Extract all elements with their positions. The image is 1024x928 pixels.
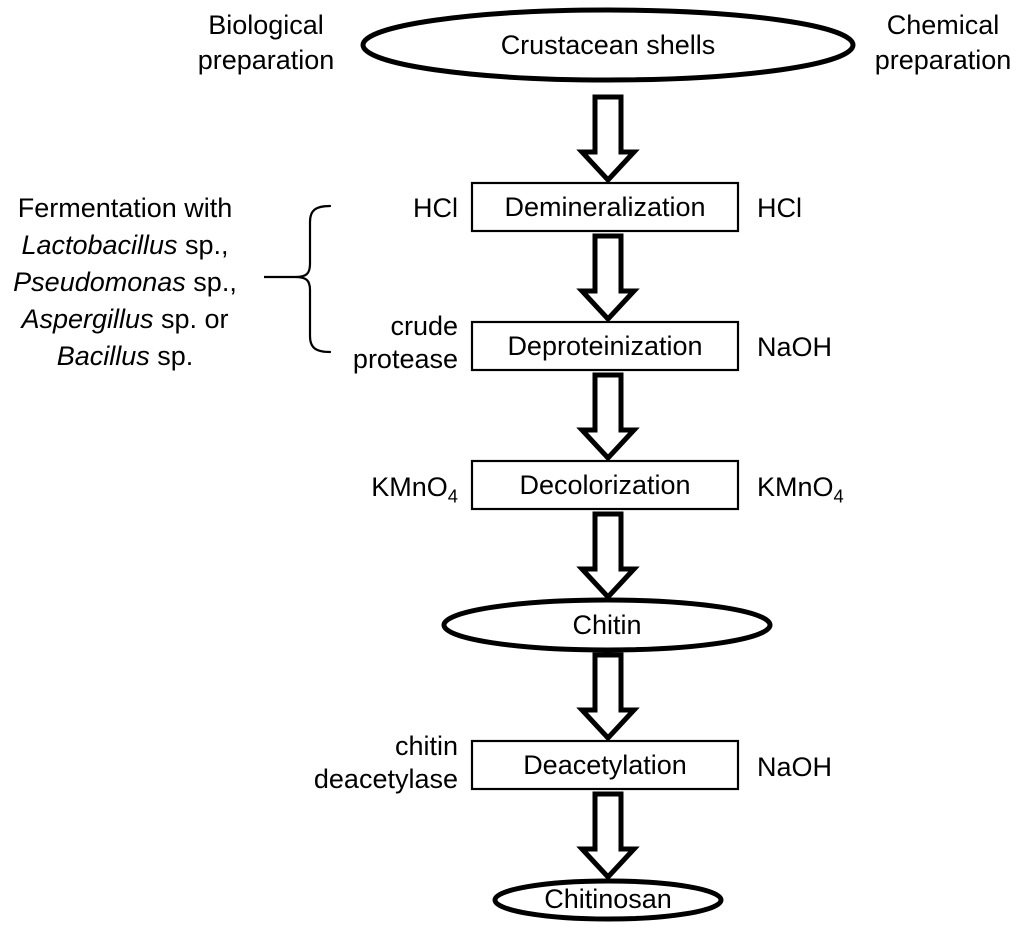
node-deacetylation-label: Deacetylation: [523, 750, 687, 780]
right-reagent-decolorization: KMnO4: [757, 471, 844, 512]
node-demineralization-label: Demineralization: [504, 192, 705, 222]
fermentation-organisms-text: Fermentation with Lactobacillus sp., Pse…: [0, 190, 250, 375]
right-reagent-deacetylation: NaOH: [757, 752, 833, 782]
left-reagent-deacetylation: chitin deacetylase: [280, 730, 458, 796]
fermentation-line-5: Bacillus sp.: [0, 338, 250, 375]
header-biological-line1: Biological: [208, 10, 324, 40]
header-chemical-line2: preparation: [874, 45, 1012, 75]
header-chemical-preparation: Chemical preparation: [862, 8, 1024, 78]
grouping-brace-icon: [264, 204, 332, 354]
organism-pseudomonas-suffix: sp.,: [185, 267, 237, 297]
organism-bacillus: Bacillus: [56, 341, 150, 371]
node-crustacean-shells-shape: [360, 7, 856, 83]
organism-aspergillus: Aspergillus: [21, 304, 154, 334]
fermentation-line-2: Lactobacillus sp.,: [0, 227, 250, 264]
arrow-down-icon-3: [576, 372, 640, 462]
right-reagent-demineralization: HCl: [757, 193, 802, 223]
arrow-down-icon-6: [576, 791, 640, 881]
node-decolorization-label: Decolorization: [519, 470, 690, 500]
right-reagent-decolorization-formula: KMnO: [757, 472, 834, 502]
node-decolorization-shape: [470, 459, 740, 511]
node-deproteinization-label: Deproteinization: [507, 331, 702, 361]
header-biological-line2: preparation: [197, 45, 335, 75]
organism-pseudomonas: Pseudomonas: [13, 267, 186, 297]
left-reagent-demineralization: HCl: [413, 193, 458, 223]
fermentation-line-3: Pseudomonas sp.,: [0, 264, 250, 301]
arrow-down-icon-1: [576, 94, 640, 184]
left-reagent-decolorization: KMnO4: [300, 471, 458, 512]
header-chemical-line1: Chemical: [886, 10, 1000, 40]
node-chitinosan-label: Chitinosan: [544, 884, 672, 914]
header-biological-preparation: Biological preparation: [168, 8, 364, 78]
node-deacetylation-shape: [470, 739, 740, 791]
left-reagent-deproteinization-line2: protease: [352, 344, 458, 374]
arrow-down-icon-5: [576, 652, 640, 742]
left-reagent-decolorization-formula: KMnO: [371, 472, 448, 502]
node-crustacean-shells-label: Crustacean shells: [501, 30, 716, 60]
fermentation-line-1: Fermentation with: [17, 193, 233, 223]
fermentation-line-4: Aspergillus sp. or: [0, 301, 250, 338]
organism-lactobacillus: Lactobacillus: [21, 230, 178, 260]
left-reagent-deacetylation-line1: chitin: [394, 731, 458, 761]
left-reagent-deacetylation-line2: deacetylase: [313, 764, 458, 794]
organism-bacillus-suffix: sp.: [149, 341, 194, 371]
arrow-down-icon-4: [576, 511, 640, 601]
left-reagent-deproteinization-line1: crude: [390, 311, 458, 341]
organism-lactobacillus-suffix: sp.,: [177, 230, 229, 260]
node-demineralization-shape: [470, 181, 740, 233]
left-reagent-deproteinization: crude protease: [300, 310, 458, 376]
node-chitin-shape: [441, 597, 773, 653]
right-reagent-deproteinization: NaOH: [757, 332, 833, 362]
node-deproteinization-shape: [470, 320, 740, 372]
node-chitin-label: Chitin: [572, 610, 641, 640]
organism-aspergillus-suffix: sp. or: [153, 304, 229, 334]
left-reagent-decolorization-subscript: 4: [447, 485, 458, 507]
right-reagent-decolorization-subscript: 4: [833, 485, 844, 507]
node-chitinosan-shape: [492, 878, 724, 922]
arrow-down-icon-2: [576, 233, 640, 323]
